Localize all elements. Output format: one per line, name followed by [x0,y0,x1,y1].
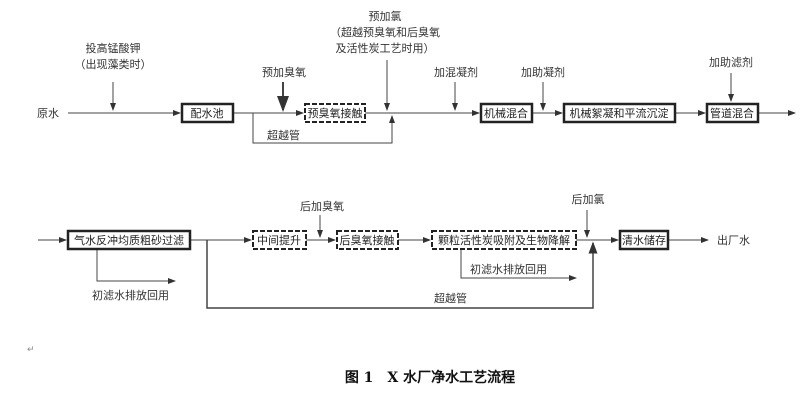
kmno4-note: （出现藻类时） [75,57,152,71]
box-label: 配水池 [191,107,224,120]
pre-chlorine-label: 预加氯 [369,9,402,23]
box-label: 预臭氧接触 [308,106,363,120]
box-mechanical-mixing: 机械混合 [479,102,534,124]
paragraph-mark: ↵ [27,345,35,355]
filter-aid-label: 加助滤剂 [709,55,753,69]
raw-water-label: 原水 [37,107,59,120]
box-label: 颗粒活性炭吸附及生物降解 [438,233,570,247]
box-label: 机械絮凝和平流沉淀 [570,106,669,120]
initial-filtrate-label-1: 初滤水排放回用 [92,288,169,302]
product-water-label: 出厂水 [717,233,750,247]
pre-chlorine-note-1: （超越预臭氧和后臭氧 [330,25,440,39]
box-sand-filtration: 气水反冲均质粗砂过滤 [66,229,192,251]
kmno4-label: 投高锰酸钾 [86,41,141,55]
box-clear-water-storage: 清水储存 [618,229,670,251]
box-distribution-tank: 配水池 [180,102,235,124]
bypass-label-row1: 超越管 [267,128,300,142]
post-ozone-label: 后加臭氧 [300,199,344,213]
coagulant-label: 加混凝剂 [434,65,478,79]
box-pipe-mixing: 管道混合 [705,102,760,124]
box-post-ozone-contact: 后臭氧接触 [336,230,399,250]
box-gac-adsorption: 颗粒活性炭吸附及生物降解 [431,230,577,250]
pre-ozone-label: 预加臭氧 [262,65,306,79]
box-label: 机械混合 [484,106,528,120]
figure-caption: 图 1 X 水厂净水工艺流程 [345,369,515,386]
box-label: 气水反冲均质粗砂过滤 [74,233,184,247]
post-chlorine-label: 后加氯 [572,192,605,206]
coagulant-aid-label: 加助凝剂 [521,65,565,79]
box-pre-ozone-contact: 预臭氧接触 [304,103,366,123]
box-intermediate-lift: 中间提升 [252,230,307,250]
box-label: 后臭氧接触 [340,233,395,247]
box-label: 清水储存 [622,233,666,247]
box-label: 管道混合 [710,106,754,120]
bypass-label-row2: 超越管 [434,291,467,305]
box-label: 中间提升 [257,234,301,247]
row1-flow-lines [68,60,796,144]
initial-filtrate-label-2: 初滤水排放回用 [470,262,547,276]
pre-chlorine-note-2: 及活性炭工艺时用） [336,41,435,55]
box-flocculation-sedimentation: 机械絮凝和平流沉淀 [562,102,677,124]
row2-flow-lines [38,210,709,309]
